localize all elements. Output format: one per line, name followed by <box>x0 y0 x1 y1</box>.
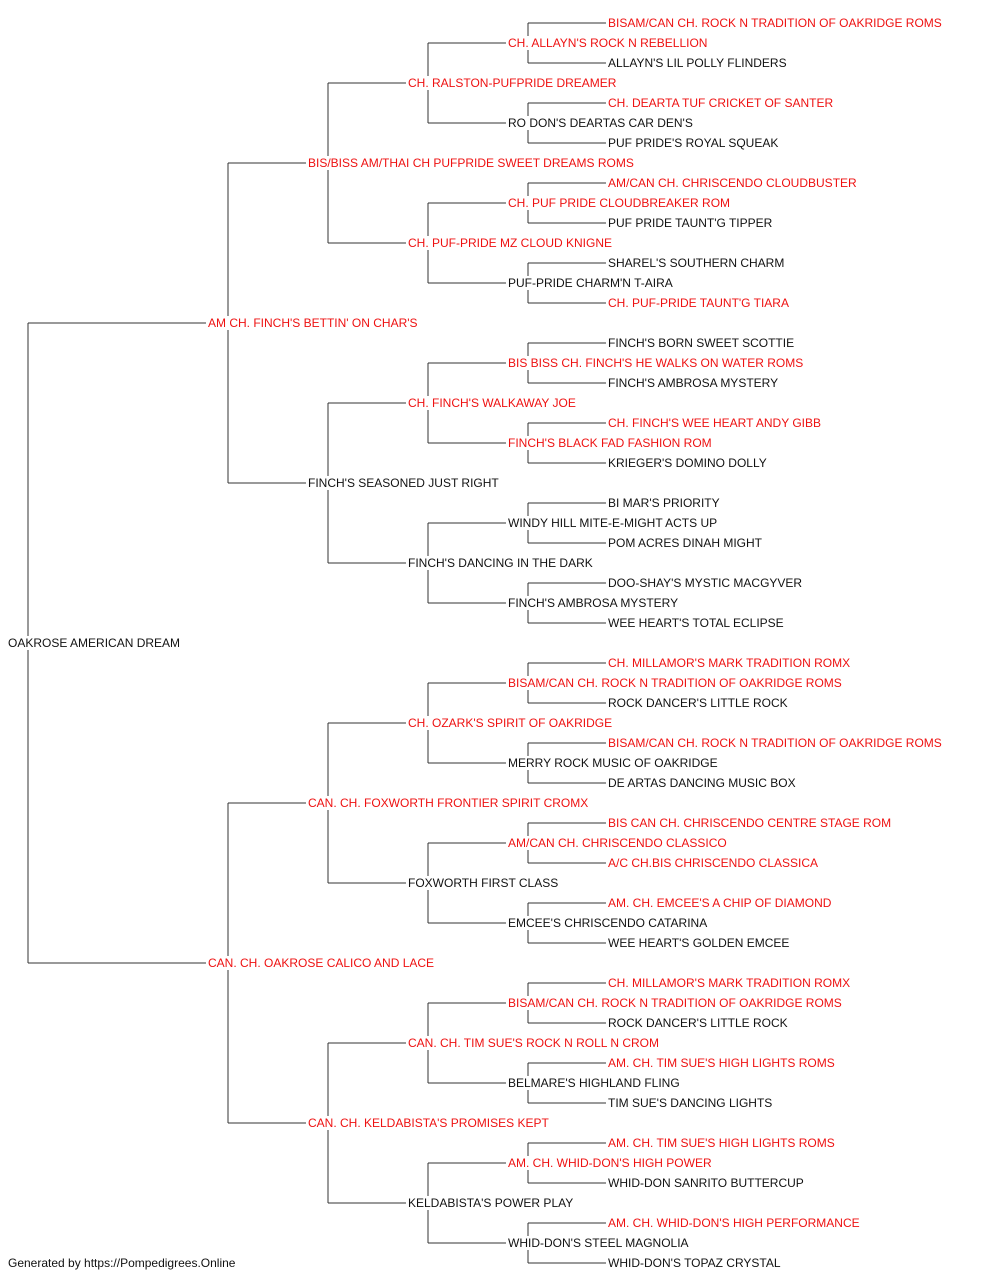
dam-dam-sire-dam-sire-name: AM. CH. TIM SUE'S HIGH LIGHTS ROMS <box>608 1056 835 1070</box>
sire-sire-dam-dam-dam-name: CH. PUF-PRIDE TAUNT'G TIARA <box>608 296 789 310</box>
dam-sire-dam-dam-name: EMCEE'S CHRISCENDO CATARINA <box>508 916 707 930</box>
dam-dam-sire-sire-sire-name: CH. MILLAMOR'S MARK TRADITION ROMX <box>608 976 850 990</box>
sire-dam-sire-name: CH. FINCH'S WALKAWAY JOE <box>408 396 576 410</box>
dam-sire-dam-sire-name: AM/CAN CH. CHRISCENDO CLASSICO <box>508 836 727 850</box>
dam-sire-dam-sire-dam-name: A/C CH.BIS CHRISCENDO CLASSICA <box>608 856 818 870</box>
sire-dam-dam-sire-name: WINDY HILL MITE-E-MIGHT ACTS UP <box>508 516 717 530</box>
dam-dam-dam-dam-dam-name: WHID-DON'S TOPAZ CRYSTAL <box>608 1256 781 1270</box>
sire-dam-sire-sire-name: BIS BISS CH. FINCH'S HE WALKS ON WATER R… <box>508 356 803 370</box>
sire-dam-dam-dam-sire-name: DOO-SHAY'S MYSTIC MACGYVER <box>608 576 802 590</box>
sire-dam-name: FINCH'S SEASONED JUST RIGHT <box>308 476 499 490</box>
sire-dam-sire-dam-sire-name: CH. FINCH'S WEE HEART ANDY GIBB <box>608 416 821 430</box>
sire-sire-sire-sire-sire-name: BISAM/CAN CH. ROCK N TRADITION OF OAKRID… <box>608 16 942 30</box>
dam-dam-name: CAN. CH. KELDABISTA'S PROMISES KEPT <box>308 1116 549 1130</box>
generator-credit: Generated by https://Pompedigrees.Online <box>8 1256 236 1270</box>
dam-dam-dam-dam-name: WHID-DON'S STEEL MAGNOLIA <box>508 1236 689 1250</box>
sire-dam-sire-sire-sire-name: FINCH'S BORN SWEET SCOTTIE <box>608 336 794 350</box>
dam-sire-name: CAN. CH. FOXWORTH FRONTIER SPIRIT CROMX <box>308 796 588 810</box>
dam-sire-dam-sire-sire-name: BIS CAN CH. CHRISCENDO CENTRE STAGE ROM <box>608 816 891 830</box>
sire-dam-dam-name: FINCH'S DANCING IN THE DARK <box>408 556 593 570</box>
dam-dam-dam-sire-sire-name: AM. CH. TIM SUE'S HIGH LIGHTS ROMS <box>608 1136 835 1150</box>
dam-sire-sire-sire-dam-name: ROCK DANCER'S LITTLE ROCK <box>608 696 788 710</box>
dam-dam-dam-sire-dam-name: WHID-DON SANRITO BUTTERCUP <box>608 1176 804 1190</box>
dam-sire-sire-dam-name: MERRY ROCK MUSIC OF OAKRIDGE <box>508 756 718 770</box>
dam-dam-sire-sire-dam-name: ROCK DANCER'S LITTLE ROCK <box>608 1016 788 1030</box>
sire-sire-dam-sire-sire-name: AM/CAN CH. CHRISCENDO CLOUDBUSTER <box>608 176 857 190</box>
dam-dam-dam-sire-name: AM. CH. WHID-DON'S HIGH POWER <box>508 1156 712 1170</box>
sire-sire-sire-sire-dam-name: ALLAYN'S LIL POLLY FLINDERS <box>608 56 787 70</box>
sire-dam-dam-dam-dam-name: WEE HEART'S TOTAL ECLIPSE <box>608 616 784 630</box>
dam-dam-sire-dam-name: BELMARE'S HIGHLAND FLING <box>508 1076 680 1090</box>
sire-dam-sire-sire-dam-name: FINCH'S AMBROSA MYSTERY <box>608 376 778 390</box>
sire-sire-dam-dam-sire-name: SHAREL'S SOUTHERN CHARM <box>608 256 784 270</box>
sire-sire-dam-sire-name: CH. PUF PRIDE CLOUDBREAKER ROM <box>508 196 730 210</box>
dam-sire-sire-dam-sire-name: BISAM/CAN CH. ROCK N TRADITION OF OAKRID… <box>608 736 942 750</box>
dam-sire-dam-dam-sire-name: AM. CH. EMCEE'S A CHIP OF DIAMOND <box>608 896 832 910</box>
sire-sire-sire-dam-dam-name: PUF PRIDE'S ROYAL SQUEAK <box>608 136 778 150</box>
sire-dam-sire-dam-dam-name: KRIEGER'S DOMINO DOLLY <box>608 456 767 470</box>
dam-dam-sire-dam-dam-name: TIM SUE'S DANCING LIGHTS <box>608 1096 772 1110</box>
dam-sire-sire-dam-dam-name: DE ARTAS DANCING MUSIC BOX <box>608 776 796 790</box>
dam-name: CAN. CH. OAKROSE CALICO AND LACE <box>208 956 434 970</box>
dam-dam-sire-name: CAN. CH. TIM SUE'S ROCK N ROLL N CROM <box>408 1036 659 1050</box>
dam-sire-sire-sire-name: BISAM/CAN CH. ROCK N TRADITION OF OAKRID… <box>508 676 842 690</box>
dam-sire-dam-dam-dam-name: WEE HEART'S GOLDEN EMCEE <box>608 936 789 950</box>
sire-dam-sire-dam-name: FINCH'S BLACK FAD FASHION ROM <box>508 436 712 450</box>
dam-sire-sire-name: CH. OZARK'S SPIRIT OF OAKRIDGE <box>408 716 612 730</box>
sire-sire-sire-sire-name: CH. ALLAYN'S ROCK N REBELLION <box>508 36 707 50</box>
sire-sire-dam-dam-name: PUF-PRIDE CHARM'N T-AIRA <box>508 276 673 290</box>
dam-sire-dam-name: FOXWORTH FIRST CLASS <box>408 876 558 890</box>
dam-dam-dam-dam-sire-name: AM. CH. WHID-DON'S HIGH PERFORMANCE <box>608 1216 860 1230</box>
sire-sire-dam-name: CH. PUF-PRIDE MZ CLOUD KNIGNE <box>408 236 612 250</box>
sire-sire-sire-name: CH. RALSTON-PUFPRIDE DREAMER <box>408 76 617 90</box>
sire-name: AM CH. FINCH'S BETTIN' ON CHAR'S <box>208 316 418 330</box>
dam-dam-sire-sire-name: BISAM/CAN CH. ROCK N TRADITION OF OAKRID… <box>508 996 842 1010</box>
sire-sire-sire-dam-name: RO DON'S DEARTAS CAR DEN'S <box>508 116 693 130</box>
dam-sire-sire-sire-sire-name: CH. MILLAMOR'S MARK TRADITION ROMX <box>608 656 850 670</box>
subject-dog-name: OAKROSE AMERICAN DREAM <box>8 636 180 650</box>
sire-sire-name: BIS/BISS AM/THAI CH PUFPRIDE SWEET DREAM… <box>308 156 634 170</box>
sire-dam-dam-sire-sire-name: BI MAR'S PRIORITY <box>608 496 720 510</box>
sire-dam-dam-dam-name: FINCH'S AMBROSA MYSTERY <box>508 596 678 610</box>
sire-dam-dam-sire-dam-name: POM ACRES DINAH MIGHT <box>608 536 763 550</box>
sire-sire-dam-sire-dam-name: PUF PRIDE TAUNT'G TIPPER <box>608 216 773 230</box>
sire-sire-sire-dam-sire-name: CH. DEARTA TUF CRICKET OF SANTER <box>608 96 833 110</box>
dam-dam-dam-name: KELDABISTA'S POWER PLAY <box>408 1196 573 1210</box>
